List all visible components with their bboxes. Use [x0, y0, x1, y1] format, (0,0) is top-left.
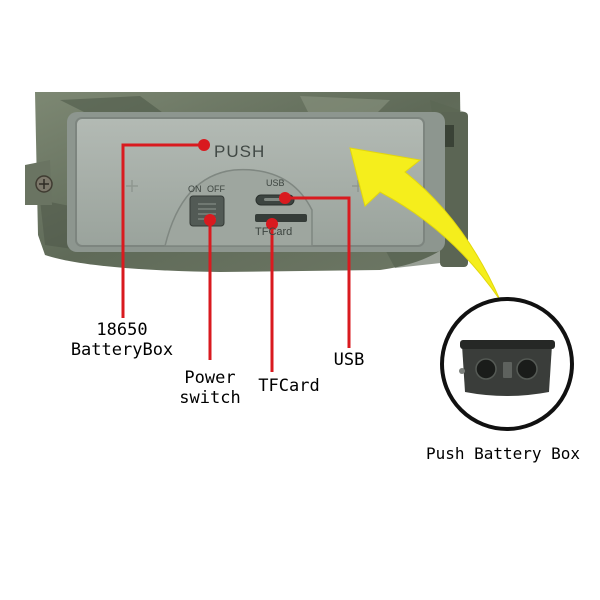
battery-box-inset: [440, 297, 574, 431]
power-callout-line2: switch: [179, 388, 241, 408]
callout-dots: [198, 139, 291, 230]
switch-on-label: ON: [188, 184, 202, 194]
power-switch-callout: Power switch: [168, 368, 252, 408]
push-label: PUSH: [214, 142, 266, 161]
tfcard-panel-label: TFCard: [255, 226, 293, 238]
usb-callout: USB: [333, 350, 365, 370]
tfcard-callout: TFCard: [258, 376, 320, 396]
callout-lines: [121, 143, 351, 372]
tfcard-slot[interactable]: [255, 214, 307, 222]
battery-callout-line1: 18650: [96, 320, 148, 340]
battery-box-callout: 18650 BatteryBox: [58, 320, 186, 360]
inset-caption: Push Battery Box: [425, 444, 581, 463]
switch-off-label: OFF: [207, 184, 225, 194]
power-callout-line1: Power: [184, 368, 236, 388]
usb-panel-label: USB: [266, 178, 285, 188]
battery-callout-line2: BatteryBox: [70, 340, 174, 360]
